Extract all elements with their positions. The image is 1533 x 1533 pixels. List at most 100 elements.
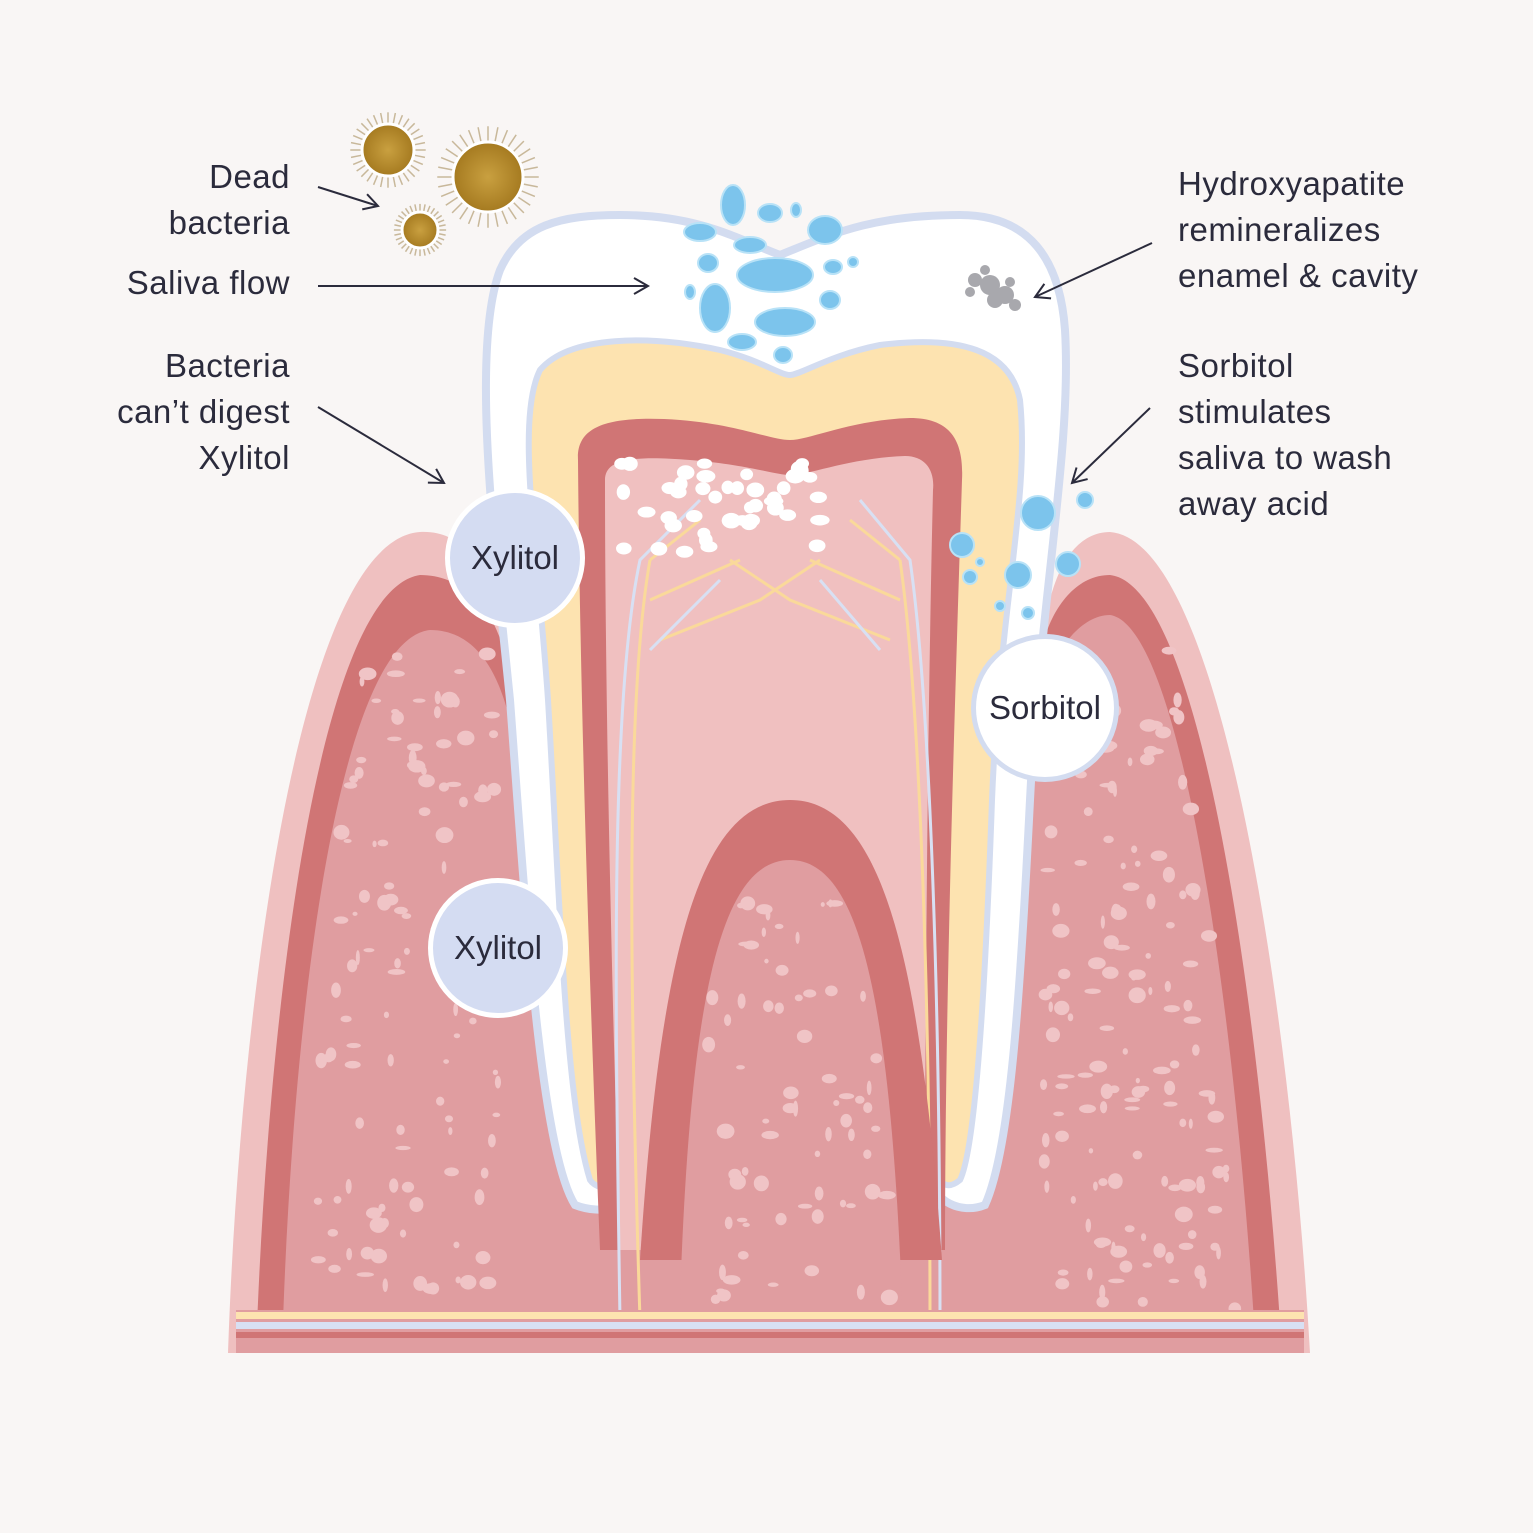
bone-dot: [346, 1248, 353, 1261]
bone-dot: [1108, 1173, 1123, 1189]
bone-dot: [444, 1167, 459, 1177]
bone-dot: [1038, 1154, 1050, 1169]
bone-dot: [377, 839, 389, 847]
bone-dot: [794, 994, 803, 1002]
vessel-line: [236, 1322, 1304, 1329]
bone-dot: [716, 1288, 726, 1294]
bone-dot: [1085, 1218, 1092, 1233]
bone-dot: [1127, 757, 1133, 767]
bone-dot: [1098, 1178, 1108, 1187]
bone-dot: [443, 1059, 450, 1064]
pulp-cell: [776, 481, 791, 496]
bone-dot: [871, 1125, 881, 1132]
bone-dot: [775, 1212, 787, 1226]
bone-dot: [354, 766, 364, 779]
bone-dot: [1199, 1274, 1207, 1289]
pulp-cells: [614, 456, 830, 558]
bone-dot: [406, 761, 414, 769]
bone-dot: [1164, 1080, 1176, 1096]
bone-dot: [460, 1275, 477, 1290]
bone-dot: [487, 782, 502, 796]
bone-dot: [811, 1209, 824, 1224]
xylitol-bubble-top: Xylitol: [445, 488, 585, 628]
bone-dot: [444, 1115, 454, 1123]
bone-dot: [355, 950, 360, 966]
bone-dot: [1222, 1164, 1230, 1173]
bone-dot: [761, 1130, 779, 1140]
arrow-dead-bacteria: [317, 186, 380, 211]
label-line: stimulates: [1178, 393, 1332, 430]
bone-dot: [438, 782, 450, 792]
pulp-cell: [616, 484, 631, 500]
bone-dot: [453, 1033, 461, 1039]
bone-dot: [479, 1276, 497, 1290]
bone-dot: [722, 1275, 741, 1285]
bone-dot: [761, 927, 767, 937]
bone-dot: [409, 1197, 424, 1213]
bone-dot: [1169, 1060, 1180, 1069]
bone-dot: [363, 948, 375, 953]
bone-dot: [796, 1029, 813, 1043]
bone-dot: [1135, 1077, 1140, 1084]
pulp-cell: [808, 539, 826, 553]
bone-dot: [1055, 1278, 1070, 1290]
bone-dot: [795, 931, 800, 944]
bone-dot: [1124, 1097, 1141, 1103]
bone-dot: [706, 990, 719, 1006]
bone-dot: [765, 910, 771, 921]
bone-dot: [383, 1011, 390, 1019]
bone-dot: [1093, 1237, 1112, 1247]
dead-bacteria-icons: [350, 112, 539, 257]
bone-dot: [767, 1282, 779, 1287]
bone-dot: [848, 1128, 855, 1141]
bone-dot: [797, 1203, 813, 1209]
bone-dot: [355, 1117, 364, 1129]
bone-dot: [719, 1264, 726, 1281]
bone-dot: [1052, 903, 1060, 916]
bone-dot: [478, 647, 496, 661]
bone-dot: [474, 791, 492, 803]
bone-dot: [413, 1276, 428, 1291]
bone-dot: [1096, 1296, 1109, 1308]
pulp-cell: [810, 514, 830, 526]
bone-dot: [1113, 904, 1122, 918]
bone-dot: [856, 1284, 865, 1300]
label-bacteria-xylitol: Bacteria can’t digest Xylitol: [117, 343, 290, 481]
bone-dot: [315, 1052, 327, 1069]
bone-dot: [1168, 1184, 1182, 1192]
bone-dot: [763, 1000, 774, 1013]
bone-dot: [1048, 1001, 1053, 1013]
label-sorbitol: Sorbitol stimulates saliva to wash away …: [1178, 343, 1392, 527]
bone-dot: [1099, 1101, 1108, 1114]
bone-texture: [310, 646, 1242, 1316]
bone-dot: [1055, 1083, 1069, 1090]
bone-dot: [387, 1054, 394, 1067]
bone-texture-center: [702, 896, 898, 1306]
bone-dot: [1070, 1196, 1076, 1204]
bone-dot: [1137, 1296, 1148, 1307]
bone-dot: [384, 882, 395, 890]
bone-dot: [345, 1178, 352, 1194]
bone-dot: [372, 840, 377, 848]
bone-dot: [333, 1195, 342, 1204]
bone-dot: [483, 711, 500, 719]
bone-dot: [408, 750, 417, 766]
bone-dot: [380, 1217, 389, 1229]
bone-dot: [492, 1112, 501, 1118]
bone-dot: [343, 838, 352, 843]
bone-dot: [1161, 646, 1177, 655]
bone-dot: [1040, 1079, 1048, 1091]
bone-dot: [1192, 1044, 1200, 1056]
bone-dot: [1178, 1178, 1196, 1192]
bone-dot: [378, 1203, 386, 1213]
bone-dot: [387, 969, 406, 975]
bone-dot: [1145, 952, 1151, 959]
bone-dot: [825, 985, 838, 997]
bone-dot: [446, 781, 462, 787]
bone-dot: [313, 1197, 323, 1205]
pulp-cell: [661, 481, 679, 495]
bone-dot: [349, 775, 359, 784]
bone-dot: [1165, 1251, 1174, 1264]
bone-dot: [371, 698, 382, 704]
